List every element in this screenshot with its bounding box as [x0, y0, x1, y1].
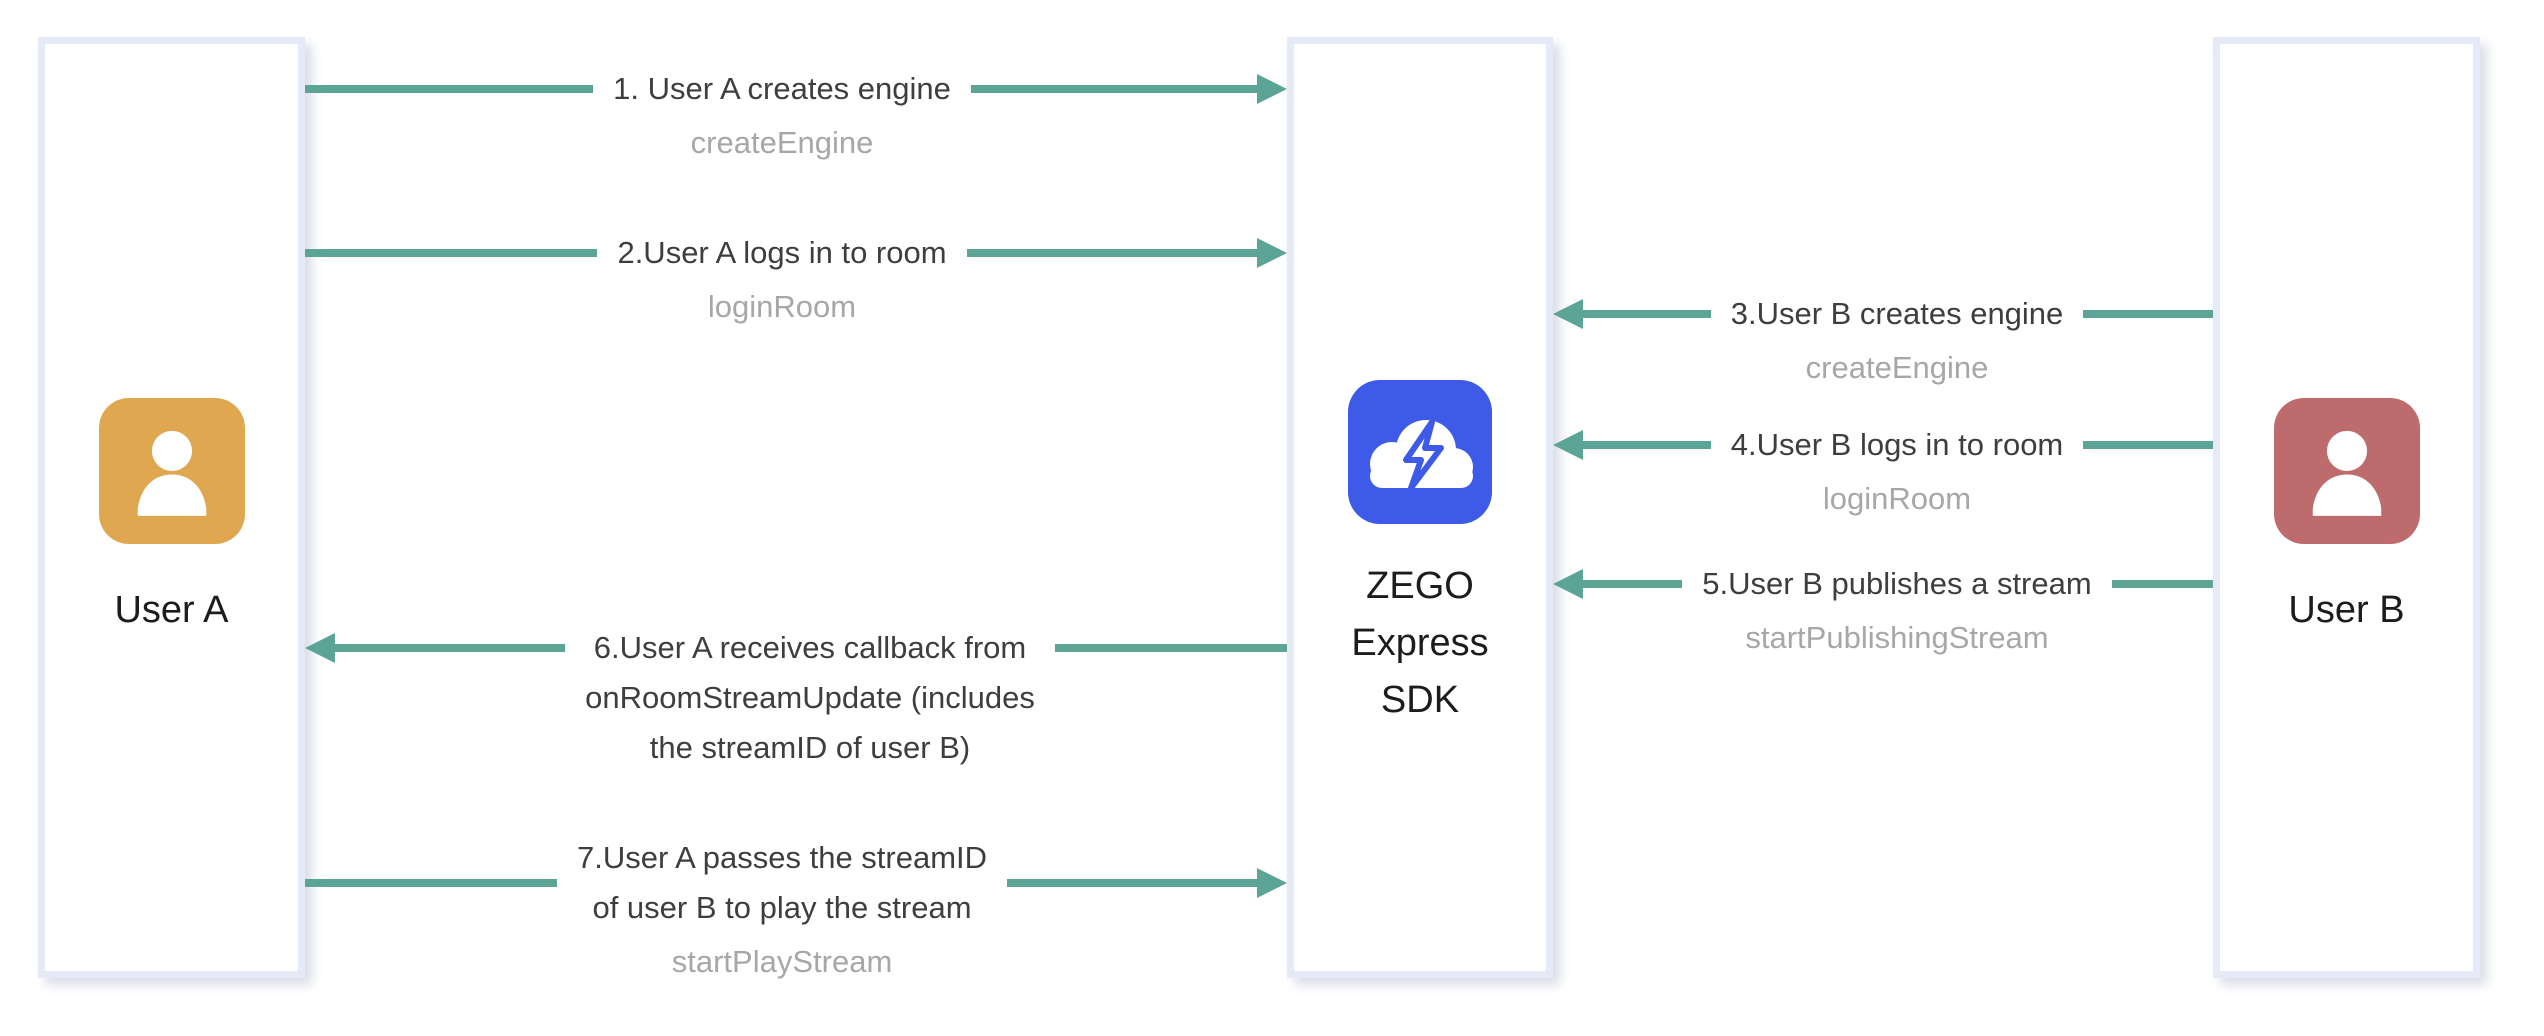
- arrowhead-left-icon: [1552, 569, 1683, 599]
- arrowhead-left-icon: [1553, 299, 1711, 329]
- arrowhead-left-icon: [304, 633, 566, 663]
- actor-box-zego-sdk: ZEGO Express SDK: [1287, 37, 1553, 978]
- message-row-7: 7.User A passes the streamID of user B t…: [305, 833, 1287, 985]
- actor-label-zego-sdk: ZEGO Express SDK: [1351, 565, 1489, 721]
- message-label: 3.User B creates engine: [1730, 296, 2064, 331]
- arrow-line: [305, 85, 594, 93]
- message-row-3: 3.User B creates engine createEngine: [1553, 289, 2214, 391]
- message-label: 2.User A logs in to room: [617, 235, 947, 270]
- message-label: 1. User A creates engine: [613, 71, 951, 106]
- arrowhead-right-icon: [966, 238, 1288, 268]
- zego-cloud-lightning-icon: [1348, 380, 1492, 524]
- message-label: 5.User B publishes a stream: [1702, 566, 2092, 601]
- arrowhead-right-icon: [970, 74, 1288, 104]
- message-row-6: 6.User A receives callback from onRoomSt…: [304, 623, 1288, 773]
- arrow-line: [2083, 310, 2214, 318]
- api-label: createEngine: [1805, 350, 1989, 385]
- actor-label-user-b: User B: [2288, 589, 2405, 631]
- person-icon: [98, 398, 245, 544]
- arrow-line: [2111, 580, 2213, 588]
- api-label: loginRoom: [707, 289, 857, 324]
- api-label: startPlayStream: [671, 944, 893, 979]
- message-label: 6.User A receives callback from onRoomSt…: [585, 630, 1035, 765]
- arrowhead-right-icon: [1007, 868, 1287, 898]
- api-label: loginRoom: [1822, 481, 1972, 516]
- message-row-5: 5.User B publishes a stream startPublish…: [1552, 559, 2213, 661]
- message-label: 7.User A passes the streamID of user B t…: [576, 840, 988, 925]
- api-label: createEngine: [690, 125, 874, 160]
- arrow-line: [1054, 644, 1288, 652]
- message-row-4: 4.User B logs in to room loginRoom: [1553, 420, 2213, 522]
- arrowhead-left-icon: [1553, 430, 1711, 460]
- person-icon: [2273, 398, 2420, 544]
- arrow-line: [305, 879, 557, 887]
- message-row-1: 1. User A creates engine createEngine: [305, 64, 1288, 166]
- message-label: 4.User B logs in to room: [1730, 427, 2064, 462]
- message-row-2: 2.User A logs in to room loginRoom: [305, 228, 1288, 330]
- actor-label-user-a: User A: [114, 589, 229, 631]
- actor-box-user-a: User A: [38, 37, 305, 978]
- arrow-line: [305, 249, 598, 257]
- actor-box-user-b: User B: [2213, 37, 2480, 978]
- api-label: startPublishingStream: [1745, 620, 2049, 655]
- arrow-line: [2083, 441, 2213, 449]
